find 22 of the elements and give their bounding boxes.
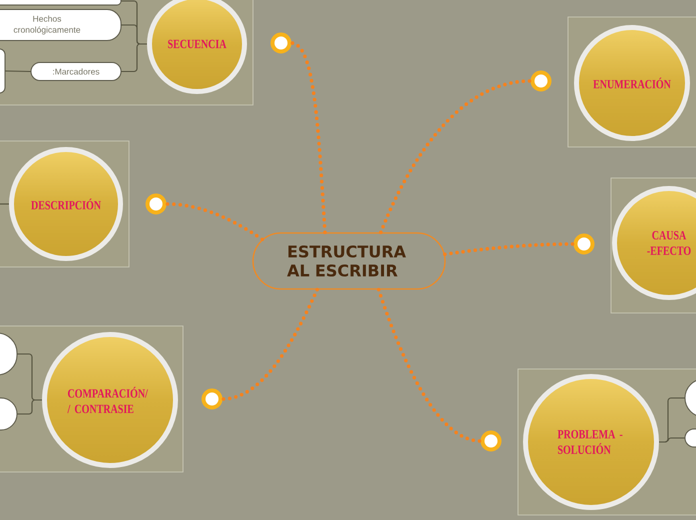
branch-line bbox=[6, 70, 31, 72]
dotted-connector bbox=[220, 288, 319, 401]
connector-ring bbox=[270, 32, 292, 54]
topic-box: ESTRUCTURA AL ESCRIBIR bbox=[252, 232, 446, 290]
connector-ring bbox=[480, 430, 502, 452]
dotted-connector bbox=[164, 202, 264, 242]
branch-line bbox=[18, 399, 42, 415]
dotted-connector bbox=[379, 79, 532, 234]
connector-ring bbox=[574, 234, 594, 254]
connector-ring bbox=[530, 70, 552, 92]
dotted-connector bbox=[443, 242, 576, 256]
dotted-connector bbox=[290, 41, 327, 234]
subtopic-pill bbox=[0, 48, 6, 94]
dotted-connector bbox=[376, 288, 482, 443]
branch-line bbox=[122, 43, 147, 72]
connector-ring bbox=[202, 388, 222, 410]
connector-ring bbox=[146, 194, 166, 214]
branch-line bbox=[0, 203, 9, 205]
subtopic-pill: :Marcadores bbox=[30, 62, 122, 81]
subtopic-pill: Hechos cronológicamente bbox=[0, 9, 122, 41]
subtopic-pill bbox=[0, 0, 122, 6]
branch-line bbox=[659, 437, 684, 443]
